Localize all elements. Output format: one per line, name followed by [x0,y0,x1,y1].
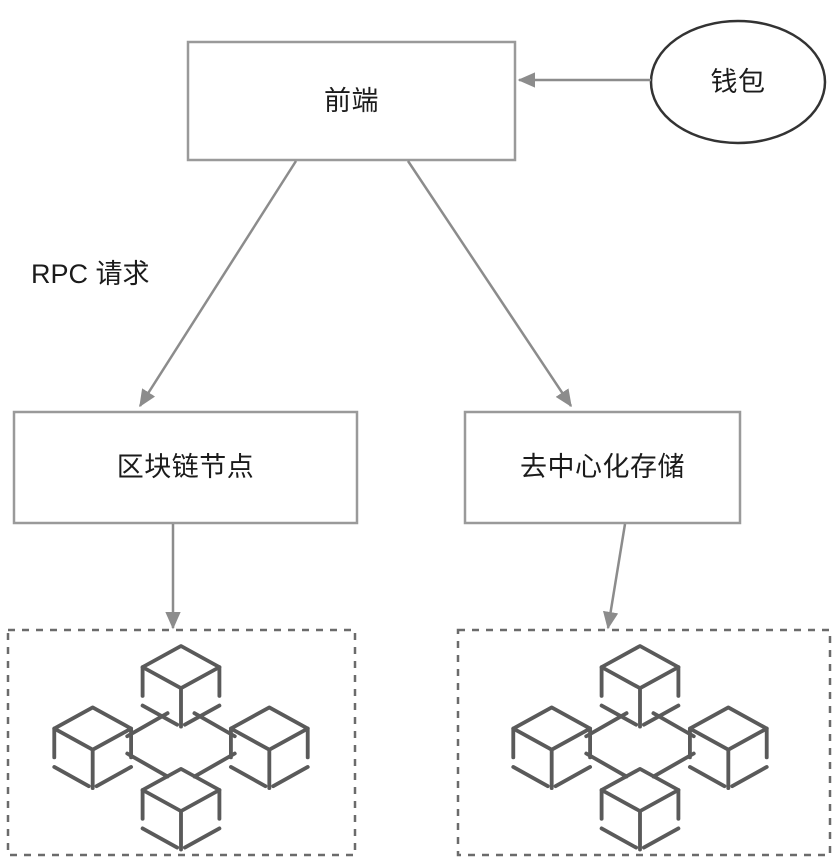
edge-frontend-to-blockchain-node [138,160,298,408]
edge-label-rpc-request: RPC 请求 [31,259,150,289]
node-wallet-ellipse[interactable] [649,19,827,145]
edge-frontend-to-decentralized-storage [406,160,573,408]
node-decentralized-storage-box[interactable] [463,410,742,525]
edge-storage-to-network [602,523,627,630]
node-frontend-box[interactable] [186,40,517,162]
node-blockchain-node-box[interactable] [12,410,359,525]
